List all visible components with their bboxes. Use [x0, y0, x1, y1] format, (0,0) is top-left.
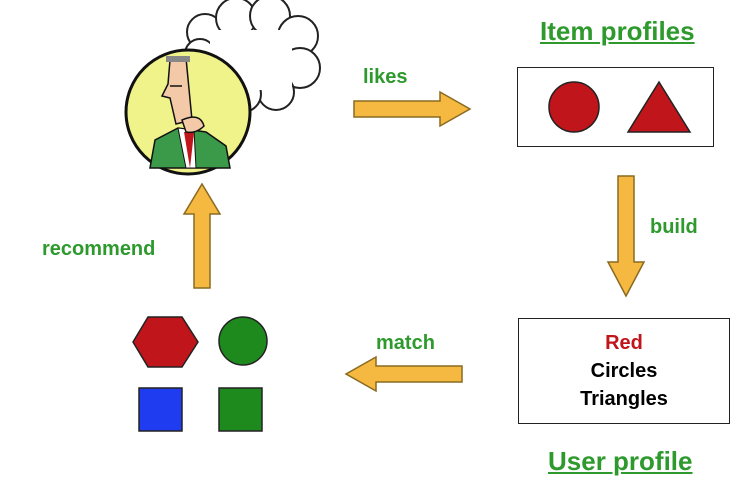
- recommend-arrow: [182, 182, 222, 289]
- red-circle-icon: [548, 81, 600, 133]
- likes-label: likes: [363, 66, 408, 88]
- profile-item-red: Red: [605, 332, 643, 354]
- likes-arrow: [353, 90, 472, 128]
- item-profiles-box: [517, 67, 714, 147]
- item-profiles-title: Item profiles: [540, 16, 695, 46]
- red-triangle-icon: [626, 80, 692, 133]
- match-label: match: [376, 332, 435, 354]
- user-profile-title: User profile: [548, 446, 693, 476]
- profile-item-triangles: Triangles: [580, 388, 668, 410]
- green-circle-icon: [218, 316, 268, 366]
- avatar: [124, 48, 252, 176]
- build-arrow: [606, 175, 646, 298]
- red-hexagon-icon: [132, 316, 199, 368]
- match-arrow: [344, 355, 463, 393]
- recommended-items: [132, 316, 268, 432]
- user-profile-box: Red Circles Triangles: [518, 318, 730, 424]
- build-label: build: [650, 216, 698, 238]
- recommend-label: recommend: [42, 238, 156, 260]
- blue-square-icon: [138, 387, 183, 432]
- profile-item-circles: Circles: [590, 360, 658, 382]
- green-square-icon: [218, 387, 263, 432]
